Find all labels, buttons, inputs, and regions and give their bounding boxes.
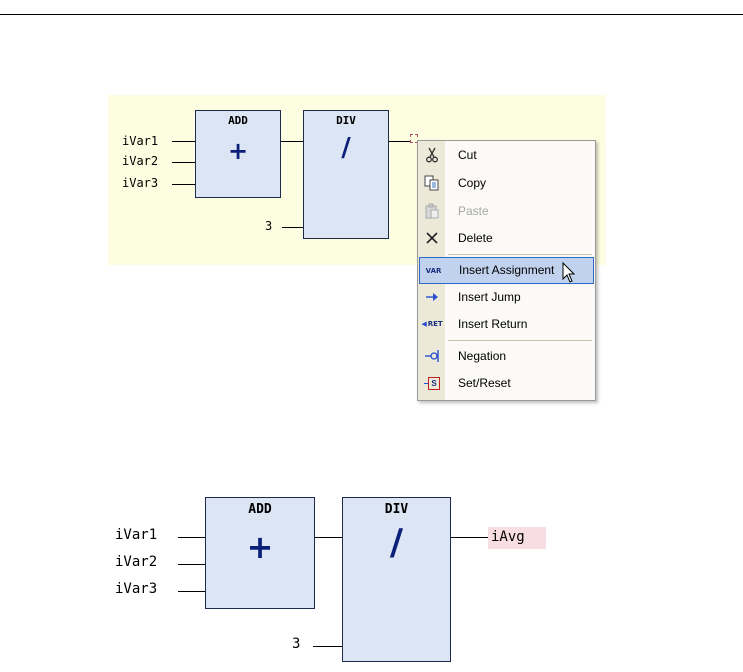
context-menu: Cut Copy Paste Delete VAR Insert Assignm…: [417, 140, 596, 401]
output-variable: iAvg: [491, 529, 525, 545]
wire-var2: [172, 162, 195, 163]
menu-item-label: Negation: [458, 349, 507, 363]
add-block-title: ADD: [228, 114, 248, 127]
menu-item-label: Set/Reset: [458, 376, 511, 390]
menu-item-insert-return[interactable]: ◀RET Insert Return: [419, 311, 594, 338]
output-variable-box[interactable]: iAvg: [488, 527, 546, 549]
wire-var2: [178, 564, 205, 565]
wire-var3: [178, 591, 205, 592]
input-var2[interactable]: iVar2: [115, 554, 158, 570]
add-operator-icon: +: [227, 137, 249, 165]
div-block[interactable]: DIV /: [303, 110, 389, 239]
menu-separator: [448, 340, 592, 341]
add-block[interactable]: ADD +: [195, 110, 281, 198]
constant-input[interactable]: 3: [292, 636, 301, 652]
div-operator-icon: /: [389, 522, 404, 563]
wire-constant: [313, 646, 342, 647]
wire-var1: [172, 141, 195, 142]
div-block-title: DIV: [384, 502, 409, 517]
div-block[interactable]: DIV /: [342, 497, 451, 662]
input-var2[interactable]: iVar2: [122, 154, 159, 168]
input-var3[interactable]: iVar3: [115, 581, 158, 597]
div-block-title: DIV: [336, 114, 356, 127]
copy-icon: [424, 175, 440, 191]
wire-add-to-div: [315, 537, 342, 538]
page-top-rule: [0, 14, 743, 15]
wire-var3: [172, 184, 195, 185]
menu-item-delete[interactable]: Delete: [419, 225, 594, 252]
menu-separator: [448, 254, 592, 255]
menu-item-label: Insert Jump: [458, 290, 521, 304]
scissors-icon: [424, 147, 440, 163]
menu-item-set-reset[interactable]: S Set/Reset: [419, 370, 594, 397]
wire-constant: [282, 227, 303, 228]
menu-item-negation[interactable]: Negation: [419, 343, 594, 370]
insert-return-icon: ◀RET: [421, 320, 443, 328]
insert-assignment-icon: VAR: [425, 267, 442, 275]
set-reset-icon: S: [424, 375, 440, 391]
menu-item-label: Delete: [458, 231, 493, 245]
wire-var1: [178, 537, 205, 538]
add-operator-icon: +: [246, 528, 274, 566]
div-operator-icon: /: [341, 133, 351, 163]
menu-item-copy[interactable]: Copy: [419, 170, 594, 197]
menu-item-label: Insert Assignment: [459, 263, 555, 277]
input-var1[interactable]: iVar1: [115, 527, 158, 543]
input-var3[interactable]: iVar3: [122, 176, 159, 190]
menu-item-label: Paste: [458, 204, 489, 218]
delete-x-icon: [424, 230, 440, 246]
paste-icon: [424, 203, 440, 219]
wire-div-output: [451, 537, 488, 538]
menu-item-label: Copy: [458, 176, 487, 190]
menu-item-insert-jump[interactable]: Insert Jump: [419, 284, 594, 311]
negation-icon: [424, 348, 440, 364]
constant-input[interactable]: 3: [265, 219, 273, 233]
wire-div-output: [389, 141, 410, 142]
insert-jump-icon: [424, 289, 440, 305]
input-var1[interactable]: iVar1: [122, 134, 159, 148]
add-block-title: ADD: [248, 502, 272, 517]
menu-item-label: Insert Return: [458, 317, 528, 331]
add-block[interactable]: ADD +: [205, 497, 315, 609]
menu-item-cut[interactable]: Cut: [419, 142, 594, 169]
menu-item-label: Cut: [458, 148, 477, 162]
output-selection-marker[interactable]: [410, 134, 418, 143]
wire-add-to-div: [281, 141, 303, 142]
mouse-pointer-icon: [562, 261, 578, 289]
menu-item-paste[interactable]: Paste: [419, 198, 594, 225]
